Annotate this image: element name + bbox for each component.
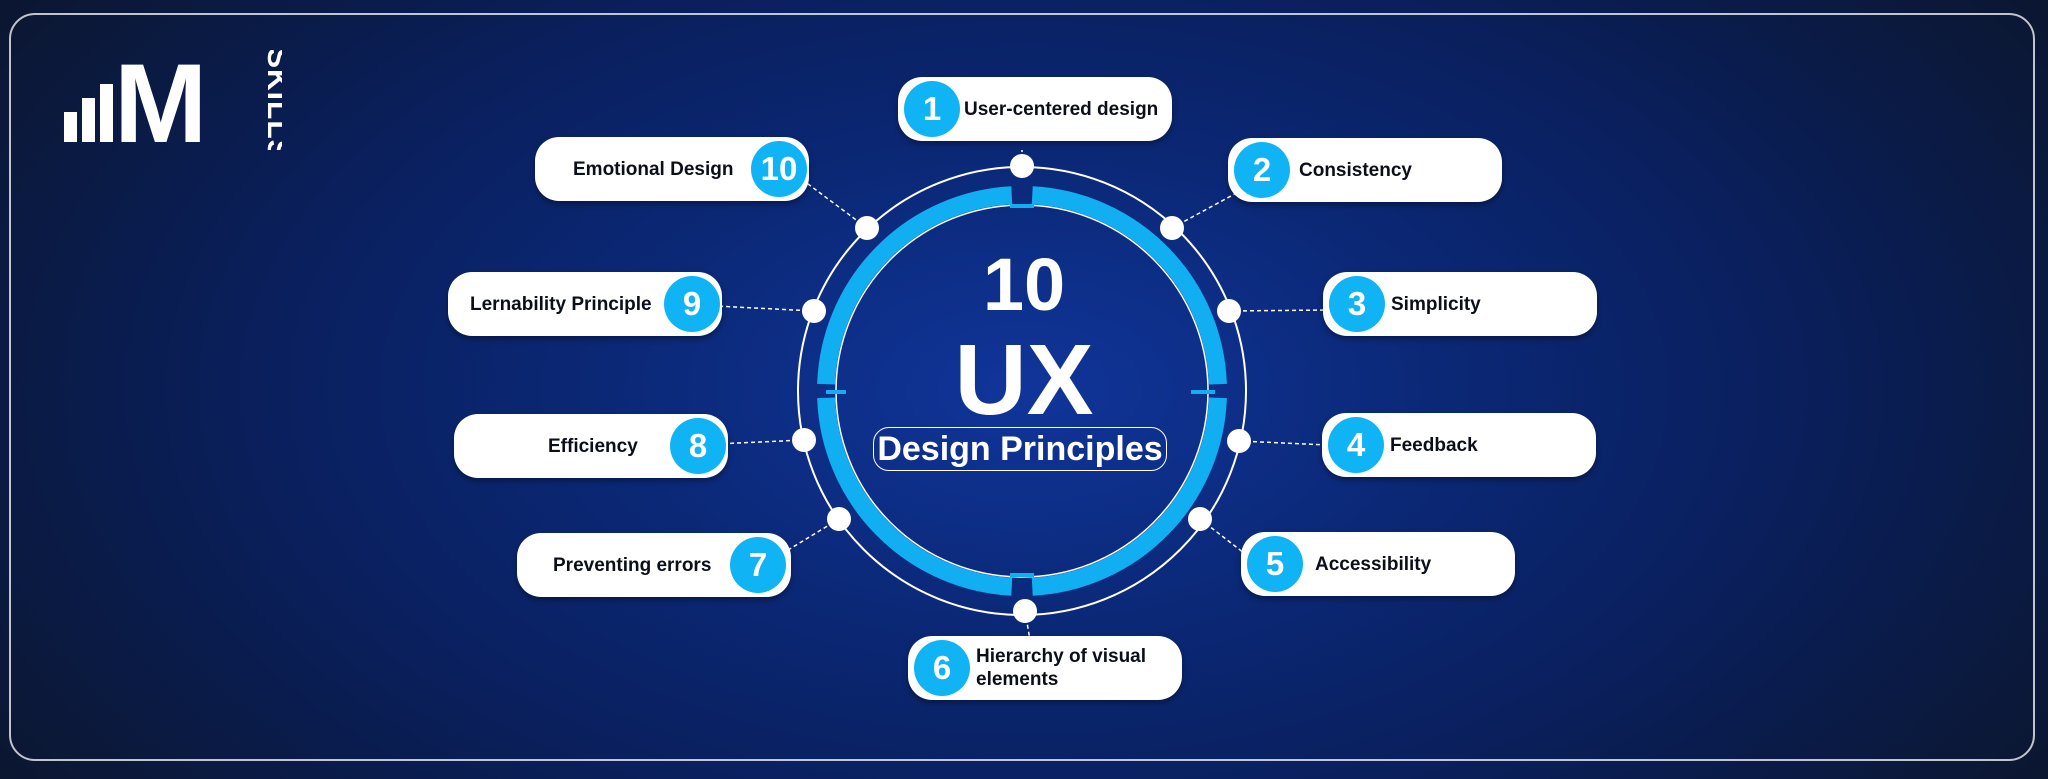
principle-9-label: Lernability Principle [470, 293, 652, 315]
cyan-arc-3 [1031, 397, 1227, 596]
mskills-logo: M SKILLS [64, 50, 282, 150]
connector-dot-3 [1217, 299, 1241, 323]
connector-dot-5 [1188, 507, 1212, 531]
connector-dot-1 [1010, 154, 1034, 178]
connector-4 [1238, 440, 1329, 446]
logo-letter: M [114, 50, 207, 150]
connector-dot-9 [802, 299, 826, 323]
connector-dot-8 [792, 428, 816, 452]
principle-7-label: Preventing errors [553, 554, 712, 576]
cyan-arc-4 [817, 397, 1013, 596]
cyan-arc-2 [1031, 186, 1227, 385]
center-subtitle: Design Principles [873, 427, 1167, 471]
connector-dot-4 [1227, 429, 1251, 453]
principle-8-label: Efficiency [548, 435, 638, 457]
connector-dot-6 [1013, 599, 1037, 623]
principle-5-pill: 5 Accessibility [1241, 532, 1515, 596]
center-number: 10 [982, 243, 1066, 326]
principle-4-pill: 4 Feedback [1322, 413, 1596, 477]
connector-8 [714, 439, 805, 445]
principle-3-label: Simplicity [1391, 293, 1481, 315]
principle-5-badge: 5 [1247, 536, 1303, 592]
principle-6-badge: 6 [914, 640, 970, 696]
principle-10-badge: 10 [751, 141, 807, 197]
connector-6 [1024, 610, 1031, 641]
connector-3 [1228, 309, 1330, 312]
principle-10-pill: Emotional Design 10 [535, 137, 809, 201]
connector-dot-10 [855, 216, 879, 240]
principle-3-badge: 3 [1329, 276, 1385, 332]
principle-2-label: Consistency [1299, 159, 1412, 181]
principle-1-badge: 1 [904, 81, 960, 137]
principle-3-pill: 3 Simplicity [1323, 272, 1597, 336]
connector-2 [1171, 189, 1243, 229]
principle-2-pill: 2 Consistency [1228, 138, 1502, 202]
principle-9-badge: 9 [664, 276, 720, 332]
cyan-arc-1 [817, 186, 1013, 385]
principle-4-label: Feedback [1390, 434, 1478, 456]
connector-dots [792, 154, 1251, 623]
principle-10-label: Emotional Design [573, 158, 734, 180]
principle-8-pill: Efficiency 8 [454, 414, 728, 478]
principle-2-badge: 2 [1234, 142, 1290, 198]
connector-10 [799, 177, 868, 229]
principle-1-label: User-centered design [964, 98, 1159, 120]
cyan-arcs [817, 186, 1227, 596]
connector-dot-2 [1160, 216, 1184, 240]
principle-6-pill: 6 Hierarchy of visual elements [908, 636, 1182, 700]
principle-5-label: Accessibility [1315, 553, 1432, 575]
connector-dot-7 [827, 507, 851, 531]
logo-word: SKILLS [261, 50, 282, 150]
principle-7-pill: Preventing errors 7 [517, 533, 791, 597]
tick-marks [826, 204, 1215, 577]
principle-8-badge: 8 [670, 418, 726, 474]
center-title: UX [954, 324, 1094, 436]
principle-1-pill: 1 User-centered design [898, 77, 1172, 141]
principle-9-pill: Lernability Principle 9 [448, 272, 722, 336]
principle-4-badge: 4 [1328, 417, 1384, 473]
principle-6-label: Hierarchy of visual elements [976, 646, 1147, 690]
principle-7-badge: 7 [730, 537, 786, 593]
connector-9 [714, 305, 815, 312]
